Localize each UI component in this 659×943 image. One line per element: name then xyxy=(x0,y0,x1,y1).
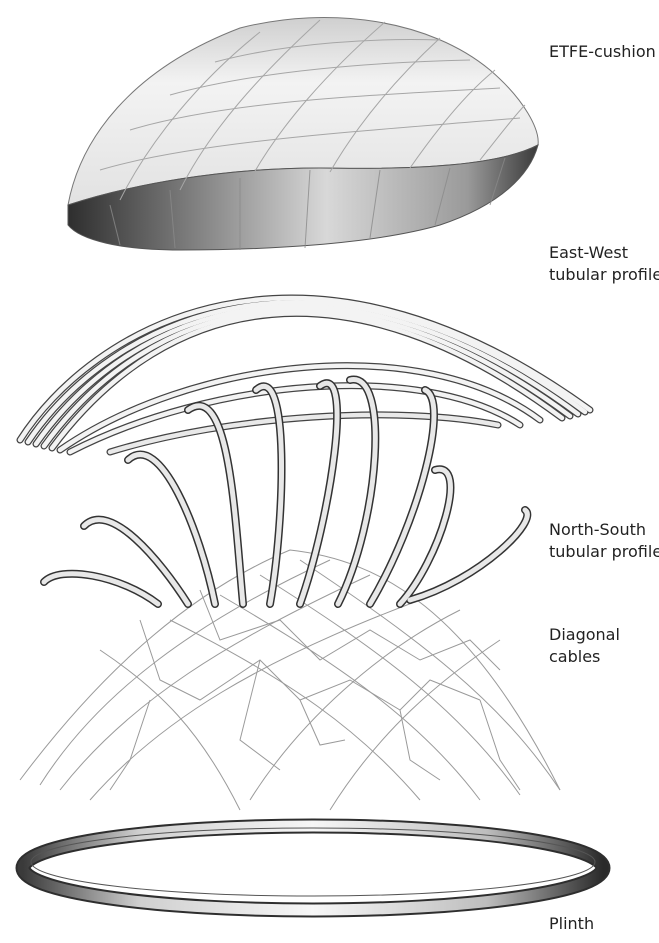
etfe-cushion xyxy=(67,16,539,251)
plinth-ring xyxy=(15,818,611,918)
label-east-west-profile: East-West tubular profile xyxy=(549,242,659,286)
north-south-tubular-profiles xyxy=(40,375,532,608)
label-etfe-cushion-line-1: ETFE-cushion xyxy=(549,42,656,61)
label-plinth-line-1: Plinth xyxy=(549,914,595,933)
label-north-south-line-1: North-South xyxy=(549,520,647,539)
label-east-west-line-2: tubular profile xyxy=(549,265,659,284)
cushion-underside xyxy=(67,144,539,251)
east-west-tubular-profiles xyxy=(16,294,594,456)
label-etfe-cushion: ETFE-cushion xyxy=(549,41,656,63)
label-diagonal-cables: Diagonal cables xyxy=(549,624,620,668)
label-east-west-line-1: East-West xyxy=(549,243,628,262)
label-plinth: Plinth xyxy=(549,913,594,935)
label-north-south-profile: North-South tubular profile xyxy=(549,519,659,563)
label-diagonal-line-1: Diagonal xyxy=(549,625,620,644)
label-north-south-line-2: tubular profile xyxy=(549,542,659,561)
diagonal-cables xyxy=(19,549,561,811)
label-diagonal-line-2: cables xyxy=(549,647,601,666)
